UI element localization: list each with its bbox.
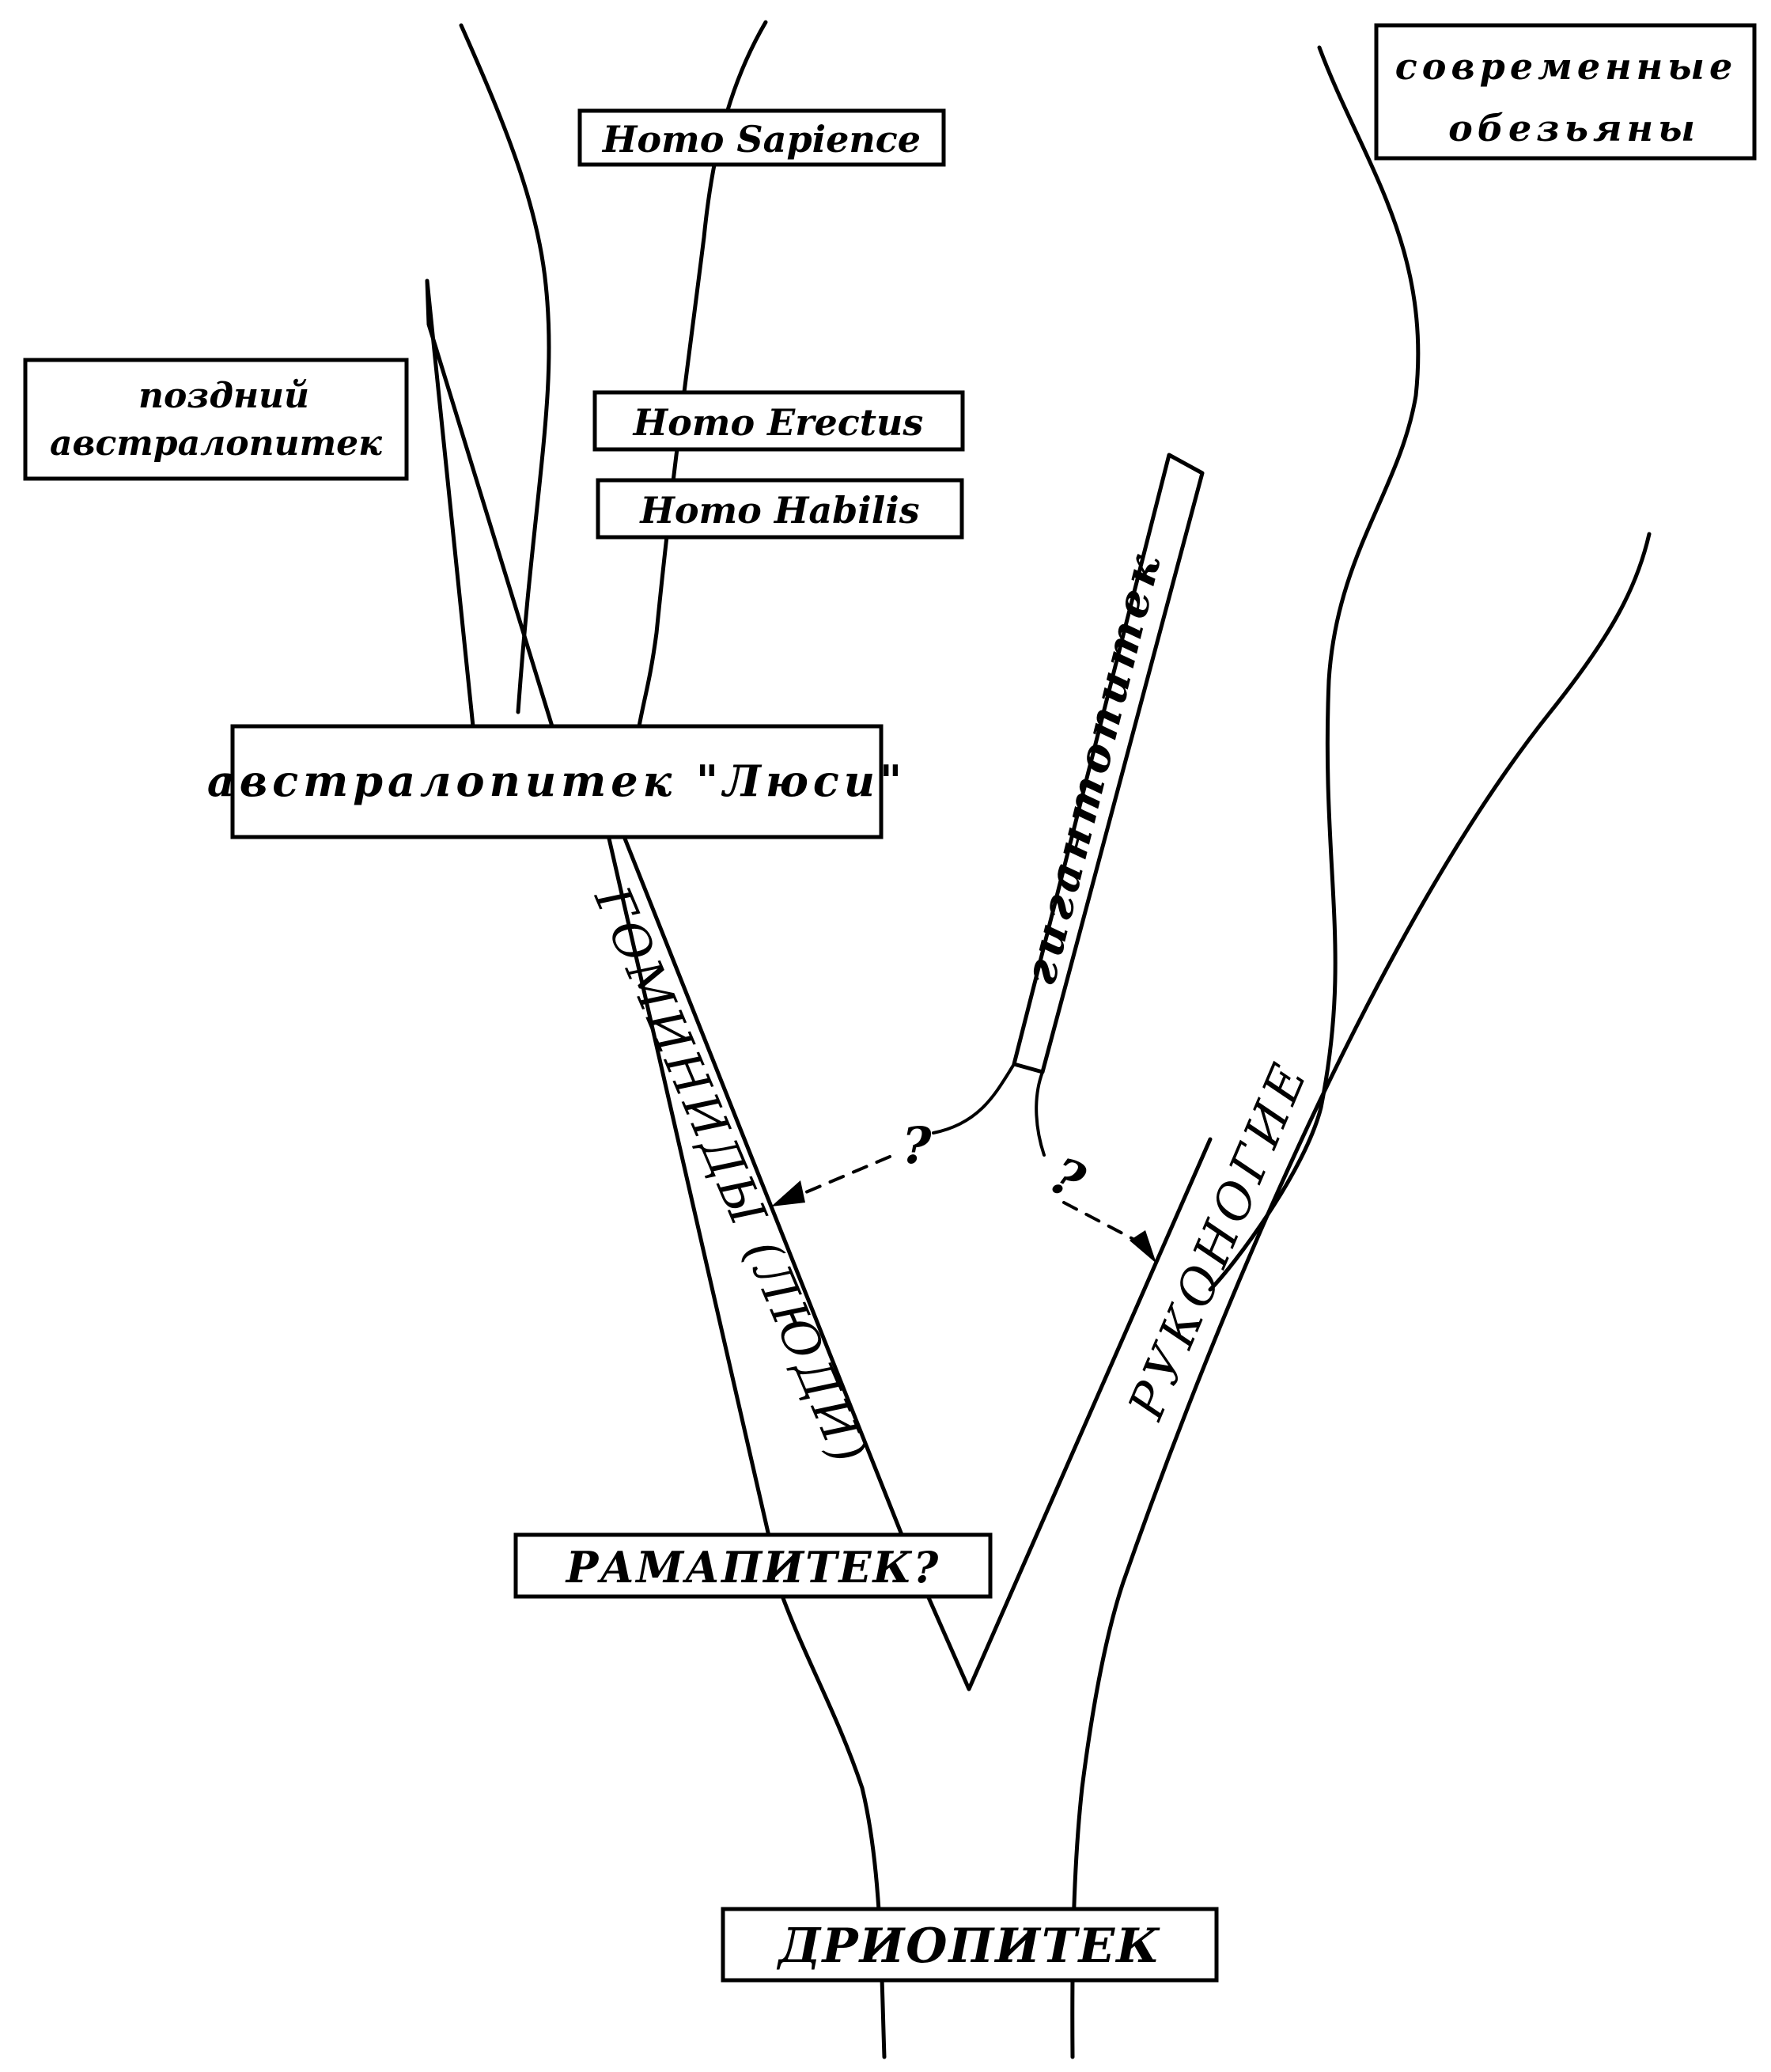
trunk-right-edge (1070, 532, 1652, 2059)
homo-sapience-box: Homo Sapience (577, 108, 946, 167)
giganto-split-left (932, 1063, 1016, 1134)
homo-habilis-box: Homo Habilis (596, 478, 964, 540)
lucy-label: австралопитек "Люси" (207, 756, 906, 806)
homo-branch-left (459, 23, 551, 714)
modern-apes-label-2: обезьяны (1448, 107, 1700, 150)
ramapithecus-box: РАМАПИТЕК? (513, 1532, 993, 1599)
homo-sapience-label: Homo Sapience (601, 118, 921, 161)
lucy-box: австралопитек "Люси" (207, 724, 906, 839)
gigantopithecus-branch (1012, 453, 1205, 1074)
arrow-to-pongids (1062, 1201, 1141, 1244)
arrowhead-pongids (1130, 1230, 1156, 1263)
modern-apes-branch (1208, 45, 1421, 1292)
late-australopithecus-box: поздний австралопитек (23, 358, 409, 481)
homo-erectus-label: Homo Erectus (632, 401, 924, 444)
arrowhead-hominids (771, 1180, 805, 1206)
hominids-label: ГОМИНИДЫ (ЛЮДИ) (583, 877, 880, 1474)
ramapithecus-label: РАМАПИТЕК? (565, 1542, 940, 1593)
homo-habilis-label: Homo Habilis (638, 489, 919, 532)
modern-apes-label-1: современные (1395, 45, 1737, 88)
modern-apes-box: современные обезьяны (1374, 23, 1757, 161)
homo-erectus-box: Homo Erectus (592, 390, 965, 452)
question-mark-right: ? (1041, 1146, 1093, 1212)
v-notch (622, 836, 1213, 1691)
giganto-split-right (1035, 1070, 1046, 1157)
late-australopithecus-label-1: поздний (138, 376, 309, 416)
dryopithecus-label: ДРИОПИТЕК (776, 1919, 1161, 1974)
gigantopithecus-label: гигантопитек (1013, 545, 1171, 991)
dryopithecus-box: ДРИОПИТЕК (721, 1907, 1219, 1983)
question-mark-left: ? (902, 1116, 932, 1176)
arrow-to-hominids (789, 1155, 891, 1200)
late-australopithecus-spike (425, 278, 554, 729)
late-australopithecus-label-2: австралопитек (50, 423, 382, 464)
